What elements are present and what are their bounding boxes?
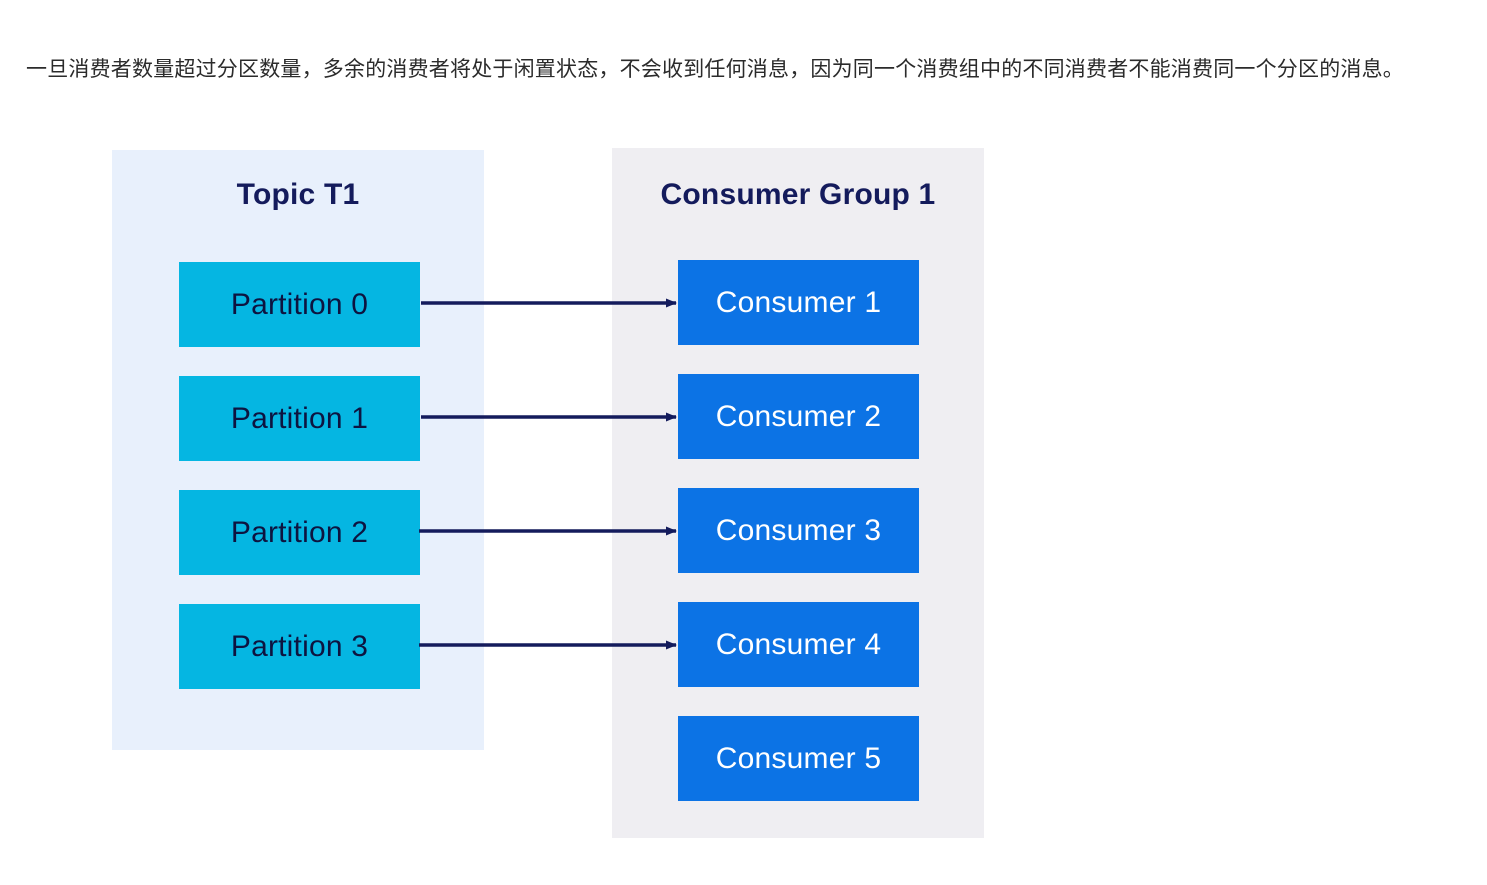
- partition-label-0: Partition 0: [230, 287, 369, 321]
- consumer-box-1[interactable]: Consumer 1: [678, 260, 919, 345]
- topic-panel: Topic T1 Partition 0 Partition 1 Partiti…: [112, 150, 484, 750]
- consumer-label-1: Consumer 1: [715, 285, 882, 319]
- partition-label-3: Partition 3: [230, 629, 369, 663]
- consumer-box-4[interactable]: Consumer 4: [678, 602, 919, 687]
- topic-panel-title: Topic T1: [236, 178, 360, 211]
- consumer-box-3[interactable]: Consumer 3: [678, 488, 919, 573]
- partition-box-0[interactable]: Partition 0: [179, 262, 420, 347]
- consumer-group-panel: Consumer Group 1 Consumer 1 Consumer 2 C…: [612, 148, 984, 838]
- partition-label-2: Partition 2: [230, 515, 369, 549]
- consumer-label-3: Consumer 3: [715, 513, 882, 547]
- partition-label-1: Partition 1: [230, 401, 369, 435]
- partition-box-3[interactable]: Partition 3: [179, 604, 420, 689]
- consumer-label-2: Consumer 2: [715, 399, 882, 433]
- intro-paragraph: 一旦消费者数量超过分区数量，多余的消费者将处于闲置状态，不会收到任何消息，因为同…: [26, 58, 1404, 81]
- consumer-label-4: Consumer 4: [715, 627, 882, 661]
- partition-box-1[interactable]: Partition 1: [179, 376, 420, 461]
- consumer-label-5: Consumer 5: [715, 741, 882, 775]
- consumer-group-panel-title: Consumer Group 1: [660, 178, 936, 211]
- consumer-box-2[interactable]: Consumer 2: [678, 374, 919, 459]
- consumer-box-5-idle[interactable]: Consumer 5: [678, 716, 919, 801]
- partition-box-2[interactable]: Partition 2: [179, 490, 420, 575]
